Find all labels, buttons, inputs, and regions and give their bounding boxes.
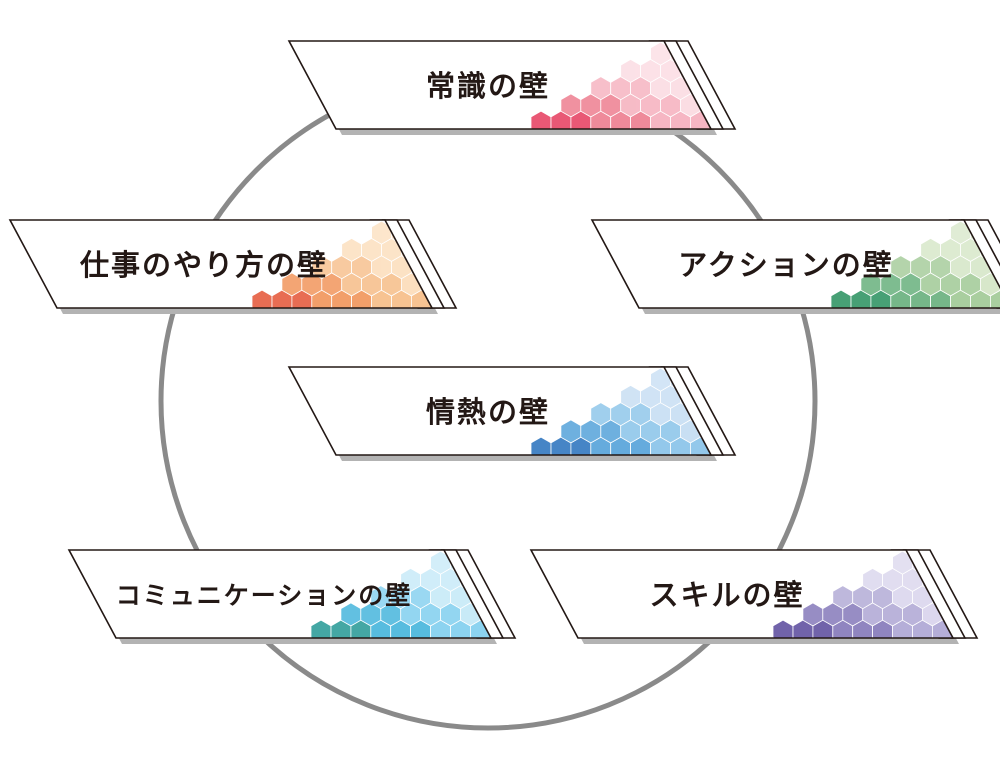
wall-card-label: 仕事のやり方の壁 <box>79 248 328 282</box>
card-outline <box>67 549 493 639</box>
wall-card-label: 情熱の壁 <box>426 395 550 429</box>
wall-card-skill: スキルの壁 <box>529 517 982 644</box>
wall-card-label: コミュニケーションの壁 <box>116 581 413 610</box>
card-outline <box>529 549 955 639</box>
hexagon-tile <box>709 41 711 66</box>
hexagon-tile <box>411 187 431 210</box>
hexagon-tile <box>490 517 510 540</box>
hexagon-tile <box>720 25 740 48</box>
wall-card-passion: 情熱の壁 <box>287 334 740 461</box>
hexagon-tile <box>470 517 490 540</box>
card-outline <box>287 40 713 130</box>
wall-card-action: アクションの壁 <box>590 187 1000 314</box>
hexagon-tile <box>951 550 953 575</box>
hexagon-tile <box>941 550 953 558</box>
hexagon-tile <box>699 41 711 49</box>
hexagon-tile <box>932 517 952 540</box>
hexagon-tile <box>710 334 730 357</box>
hexagon-tile <box>962 568 982 591</box>
hexagon-tile <box>500 534 520 557</box>
hexagon-tile <box>720 351 740 374</box>
hexagon-tile <box>479 550 491 558</box>
card-outline <box>590 219 1000 309</box>
wall-card-communication: コミュニケーションの壁 <box>67 517 520 644</box>
hexagon-tile <box>441 238 461 261</box>
card-outline <box>287 366 713 456</box>
wall-card-common-sense: 常識の壁 <box>287 8 740 135</box>
card-outline <box>8 219 434 309</box>
hexagon-tile <box>952 517 972 540</box>
hexagon-tile <box>720 385 740 408</box>
hexagon-tile <box>690 8 710 31</box>
hexagon-tile <box>420 220 432 228</box>
hexagon-tile <box>690 334 710 357</box>
wall-card-label: アクションの壁 <box>678 248 894 282</box>
hexagon-tile <box>489 550 491 575</box>
hexagon-tile <box>431 187 451 210</box>
hexagon-tile <box>500 568 520 591</box>
wall-card-label: スキルの壁 <box>649 578 804 612</box>
hexagon-tile <box>430 220 432 245</box>
hexagon-tile <box>720 59 740 82</box>
wall-card-label: 常識の壁 <box>426 69 550 103</box>
hexagon-tile <box>990 187 1000 210</box>
hexagon-tile <box>709 367 711 392</box>
hexagon-tile <box>962 534 982 557</box>
hexagon-tile <box>710 8 730 31</box>
hexagon-tile <box>441 204 461 227</box>
hexagon-tile <box>699 367 711 375</box>
wall-card-work-style: 仕事のやり方の壁 <box>8 187 461 314</box>
